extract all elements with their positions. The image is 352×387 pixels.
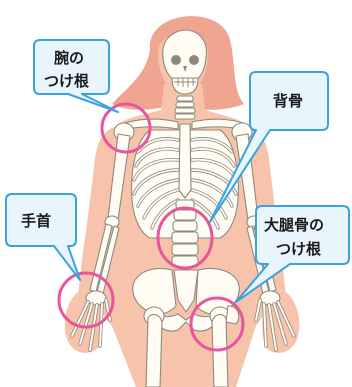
callout-shoulder: 腕の つけ根 (34, 40, 118, 112)
cervical-vertebra (176, 102, 194, 107)
callout-wrist-bubble (6, 194, 80, 280)
vertebra (173, 221, 197, 231)
vertebra (172, 232, 198, 243)
callout-wrist: 手首 (6, 194, 80, 280)
cervical-vertebra (175, 114, 195, 119)
callout-hip-line1: 大腿骨の (264, 216, 324, 234)
skull-eye-right (189, 55, 199, 65)
cervical-vertebrae (175, 96, 195, 119)
vertebra (172, 244, 198, 255)
callout-wrist-label: 手首 (21, 212, 51, 230)
left-femur (146, 315, 162, 387)
cervical-vertebra (177, 96, 193, 101)
cervical-vertebra (175, 108, 195, 113)
skull-eye-left (171, 55, 181, 65)
callout-hip-line2: つけ根 (276, 240, 321, 258)
vertebra (174, 210, 196, 220)
callout-shoulder-line1: 腕の (54, 49, 84, 67)
callout-shoulder-line2: つけ根 (44, 72, 89, 90)
sternum (179, 124, 191, 198)
skull-cranium (163, 30, 207, 80)
callout-spine-label: 背骨 (273, 92, 303, 110)
